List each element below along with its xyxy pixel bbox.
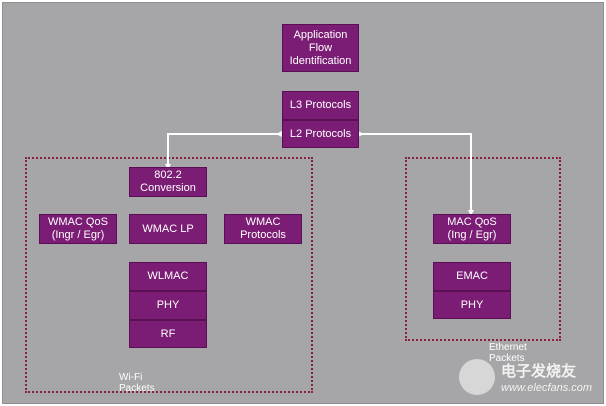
wifi-phy-box: PHY [129, 291, 207, 320]
ethernet-packets-caption: Ethernet Packets [489, 342, 527, 364]
emac-box: EMAC [433, 262, 511, 291]
conversion-802-2-box: 802.2 Conversion [129, 167, 207, 197]
wifi-packets-caption: Wi-Fi Packets [119, 372, 155, 394]
wmac-qos-box: WMAC QoS (Ingr / Egr) [39, 214, 117, 244]
mac-qos-box: MAC QoS (Ing / Egr) [433, 214, 511, 244]
connector-arrows [165, 131, 474, 216]
wmac-lp-box: WMAC LP [129, 214, 207, 244]
watermark-url: www.elecfans.com [501, 382, 593, 394]
ethernet-region [405, 157, 561, 341]
l3-protocols-box: L3 Protocols [282, 91, 359, 120]
wmac-protocols-box: WMAC Protocols [224, 214, 302, 244]
application-flow-identification-box: Application Flow Identification [282, 24, 359, 72]
rf-box: RF [129, 320, 207, 348]
ethernet-phy-box: PHY [433, 291, 511, 319]
wlmac-box: WLMAC [129, 262, 207, 291]
watermark-text: 电子发烧友 [501, 363, 577, 380]
l2-protocols-box: L2 Protocols [282, 120, 359, 148]
arrow-l2-to-conversion [165, 131, 282, 170]
watermark-logo-icon [459, 359, 495, 395]
arrow-l2-to-mac-qos [358, 131, 474, 216]
